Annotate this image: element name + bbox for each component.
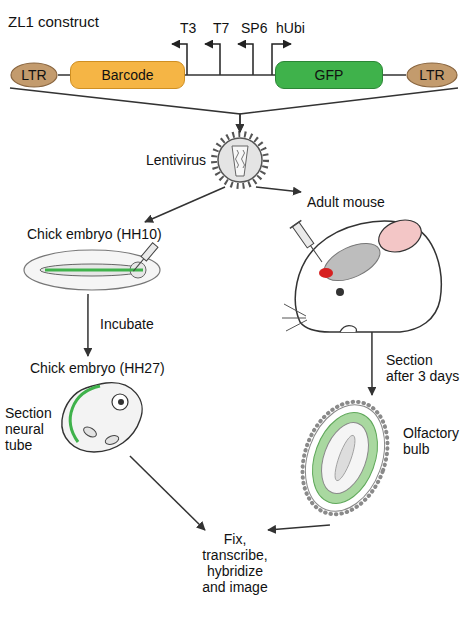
promoter-name: T3 <box>180 20 204 36</box>
syringe-plunger <box>290 220 301 228</box>
promoter-arrow <box>238 44 253 75</box>
neural-tube <box>70 386 100 442</box>
syringe <box>290 220 328 266</box>
flow-arrow <box>256 187 301 192</box>
embryo-eye <box>112 394 128 410</box>
bulb-labelled-layer <box>301 404 390 513</box>
mouse-illustration <box>282 214 441 332</box>
ltr-outline <box>11 63 57 87</box>
mouse-brain <box>318 236 385 289</box>
chick-hh27-illustration <box>62 383 142 452</box>
promoter-name: T7 <box>213 20 237 36</box>
ltr-outline <box>407 63 457 87</box>
area-opaca <box>24 250 160 290</box>
bulb-core <box>331 433 359 482</box>
bulb-outline <box>291 394 398 523</box>
bulb-inner-layer <box>313 416 378 500</box>
node-label: Adult mouse <box>307 194 407 210</box>
embryo-body <box>40 264 144 276</box>
limb-bud <box>82 425 98 439</box>
limb-bud <box>104 434 120 446</box>
virus-rna <box>236 150 245 168</box>
promoter-arrows <box>172 44 291 75</box>
virus-capsid <box>232 146 248 176</box>
embryo-body <box>62 383 142 452</box>
ltr-element: LTR <box>10 62 58 88</box>
syringe-barrel <box>292 222 313 248</box>
readout-step: Fix, transcribe, hybridize and image <box>180 530 290 596</box>
node-label: Lentivirus <box>146 152 216 168</box>
mouse-whiskers <box>282 304 307 331</box>
syringe-needle <box>311 246 322 262</box>
syringe <box>131 243 158 274</box>
node-note: Section neural tube <box>5 405 60 453</box>
node-label: Barcode <box>71 62 184 88</box>
syringe-barrel <box>141 243 158 261</box>
flow-arrow <box>268 525 330 530</box>
chick-embryo-node: Chick embryo (HH10) <box>22 222 167 294</box>
mouse-eye <box>336 288 344 296</box>
neural-tube <box>45 269 143 272</box>
packaging-bracket <box>240 88 458 132</box>
node-label: GFP <box>276 62 382 88</box>
promoter-arrow <box>205 44 220 75</box>
node-label: Chick embryo (HH10) <box>27 226 177 242</box>
edge-label: Section after 3 days <box>386 352 464 384</box>
construct-backbone <box>185 74 275 76</box>
embryo-pupil <box>118 399 124 405</box>
node-label: Olfactory bulb <box>403 425 465 457</box>
virus-envelope <box>218 138 262 182</box>
bulb-cell-layer <box>288 390 403 526</box>
olfactory-bulb-target <box>319 268 333 278</box>
construct-backbone <box>383 74 406 76</box>
gfp-element: GFP <box>275 61 383 89</box>
construct-title: ZL1 construct <box>8 14 138 30</box>
lentivirus-illustration <box>214 134 266 186</box>
flow-arrow <box>87 294 89 356</box>
olfactory-bulb-illustration <box>288 390 403 526</box>
construct-backbone <box>58 74 70 76</box>
promoter-name: SP6 <box>241 20 275 36</box>
barcode-element: Barcode <box>70 61 185 89</box>
mouse-ear <box>374 214 426 257</box>
adult-mouse-node: Adult mouse <box>265 192 445 332</box>
mouse-paw <box>340 326 357 332</box>
node-label: LTR <box>10 62 58 88</box>
virus-spikes <box>214 134 266 186</box>
syringe-needle <box>133 259 143 271</box>
ltr-element: LTR <box>406 62 458 88</box>
olfactory-bulb-node: Olfactory bulb <box>295 395 468 525</box>
chick-hh10-illustration <box>24 243 160 290</box>
flow-arrow <box>130 456 205 530</box>
flow-arrow <box>145 187 225 222</box>
packaging-bracket <box>10 88 240 132</box>
node-label: Chick embryo (HH27) <box>30 360 170 376</box>
lentivirus-node: Lentivirus <box>140 132 270 190</box>
chick-embryo-node: Chick embryo (HH27)Section neural tube <box>5 356 160 456</box>
flow-arrow <box>371 332 373 395</box>
node-label: Fix, transcribe, hybridize and image <box>194 531 276 595</box>
promoter-name: hUbi <box>276 20 316 36</box>
node-label: LTR <box>406 62 458 88</box>
edge-label: Incubate <box>100 316 170 332</box>
